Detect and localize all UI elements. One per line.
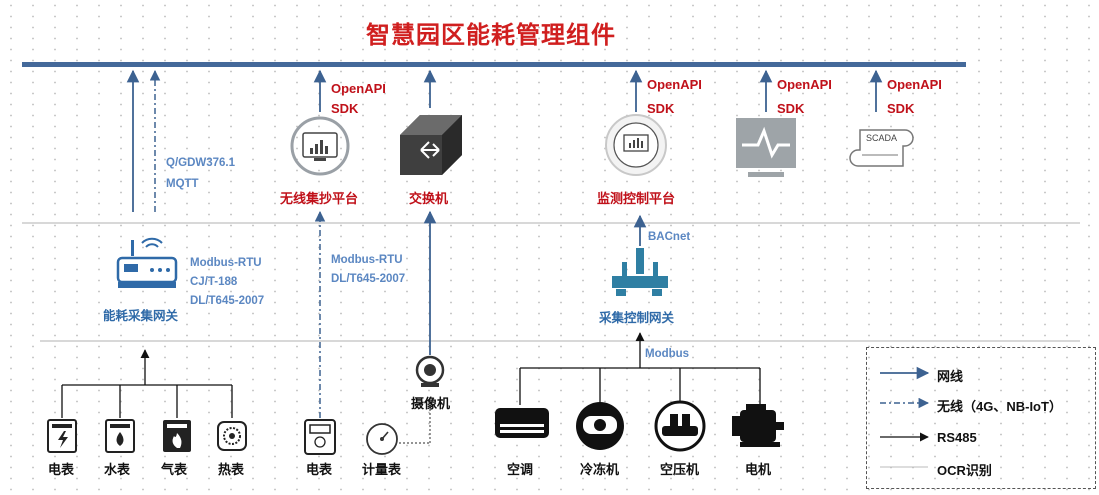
- electric-meter-2-icon: [304, 419, 336, 455]
- legend-label-rs485: RS485: [937, 430, 977, 445]
- monitor-platform-label: 监测控制平台: [597, 191, 676, 206]
- camera-icon: [415, 355, 445, 387]
- wireless-platform-icon: [290, 116, 350, 176]
- control-gateway-icon: [612, 248, 668, 296]
- electric-meter-icon: [47, 419, 77, 453]
- gauge-meter-icon: [366, 423, 398, 455]
- meter-label-gas: 气表: [161, 462, 188, 477]
- page-title: 智慧园区能耗管理组件: [366, 22, 616, 49]
- meter-label-electric-2: 电表: [306, 462, 333, 477]
- chiller-icon: [576, 402, 624, 450]
- equipment-label-chiller: 冷冻机: [580, 462, 620, 477]
- meter-label-water: 水表: [104, 462, 131, 477]
- network-bus: [22, 62, 966, 67]
- meter-label-electric: 电表: [48, 462, 75, 477]
- legend: [866, 347, 1096, 489]
- sdk-label-2: SDK: [647, 101, 675, 116]
- sdk-label-1: SDK: [331, 101, 359, 116]
- meter-label-gauge: 计量表: [362, 462, 402, 477]
- sdk-label-4: SDK: [887, 101, 915, 116]
- monitor-screen-icon: [736, 118, 796, 177]
- energy-gateway-icon: [116, 237, 178, 288]
- protocol-gw-3: DL/T645-2007: [190, 295, 265, 307]
- wireless-platform-label: 无线集抄平台: [280, 191, 359, 206]
- scada-label: SCADA: [866, 133, 898, 143]
- sdk-label-3: SDK: [777, 101, 805, 116]
- heat-meter-icon: [217, 421, 247, 451]
- motor-icon: [732, 404, 784, 447]
- protocol-qgdw: Q/GDW376.1: [166, 157, 236, 169]
- air-compressor-icon: [654, 400, 706, 452]
- protocol-mid-2: DL/T645-2007: [331, 273, 406, 285]
- protocol-mid-1: Modbus-RTU: [331, 254, 403, 266]
- protocol-bacnet: BACnet: [648, 231, 691, 243]
- openapi-label-3: OpenAPI: [777, 77, 832, 92]
- air-conditioner-icon: [495, 408, 549, 438]
- protocol-mqtt: MQTT: [166, 178, 199, 190]
- legend-label-wireless: 无线（4G、NB-IoT）: [937, 399, 1062, 414]
- switch-icon: [400, 115, 462, 175]
- gas-meter-icon: [163, 420, 191, 452]
- openapi-label-2: OpenAPI: [647, 77, 702, 92]
- equipment-label-ac: 空调: [507, 462, 534, 477]
- meter-label-heat: 热表: [218, 462, 245, 477]
- equipment-label-motor: 电机: [745, 462, 772, 477]
- energy-gateway-label: 能耗采集网关: [103, 309, 179, 323]
- protocol-modbus: Modbus: [645, 348, 690, 360]
- legend-label-network: 网线: [937, 369, 964, 384]
- scada-icon: [849, 129, 914, 167]
- legend-label-ocr: OCR识别: [937, 463, 992, 478]
- switch-label: 交换机: [409, 191, 449, 206]
- openapi-label-4: OpenAPI: [887, 77, 942, 92]
- monitor-platform-icon: [605, 114, 667, 176]
- equipment-label-compressor: 空压机: [660, 462, 700, 477]
- protocol-gw-2: CJ/T-188: [190, 276, 238, 288]
- camera-label: 摄像机: [411, 396, 451, 411]
- openapi-label-1: OpenAPI: [331, 81, 386, 96]
- control-gateway-label: 采集控制网关: [599, 311, 675, 325]
- protocol-gw-1: Modbus-RTU: [190, 257, 262, 269]
- water-meter-icon: [105, 419, 135, 453]
